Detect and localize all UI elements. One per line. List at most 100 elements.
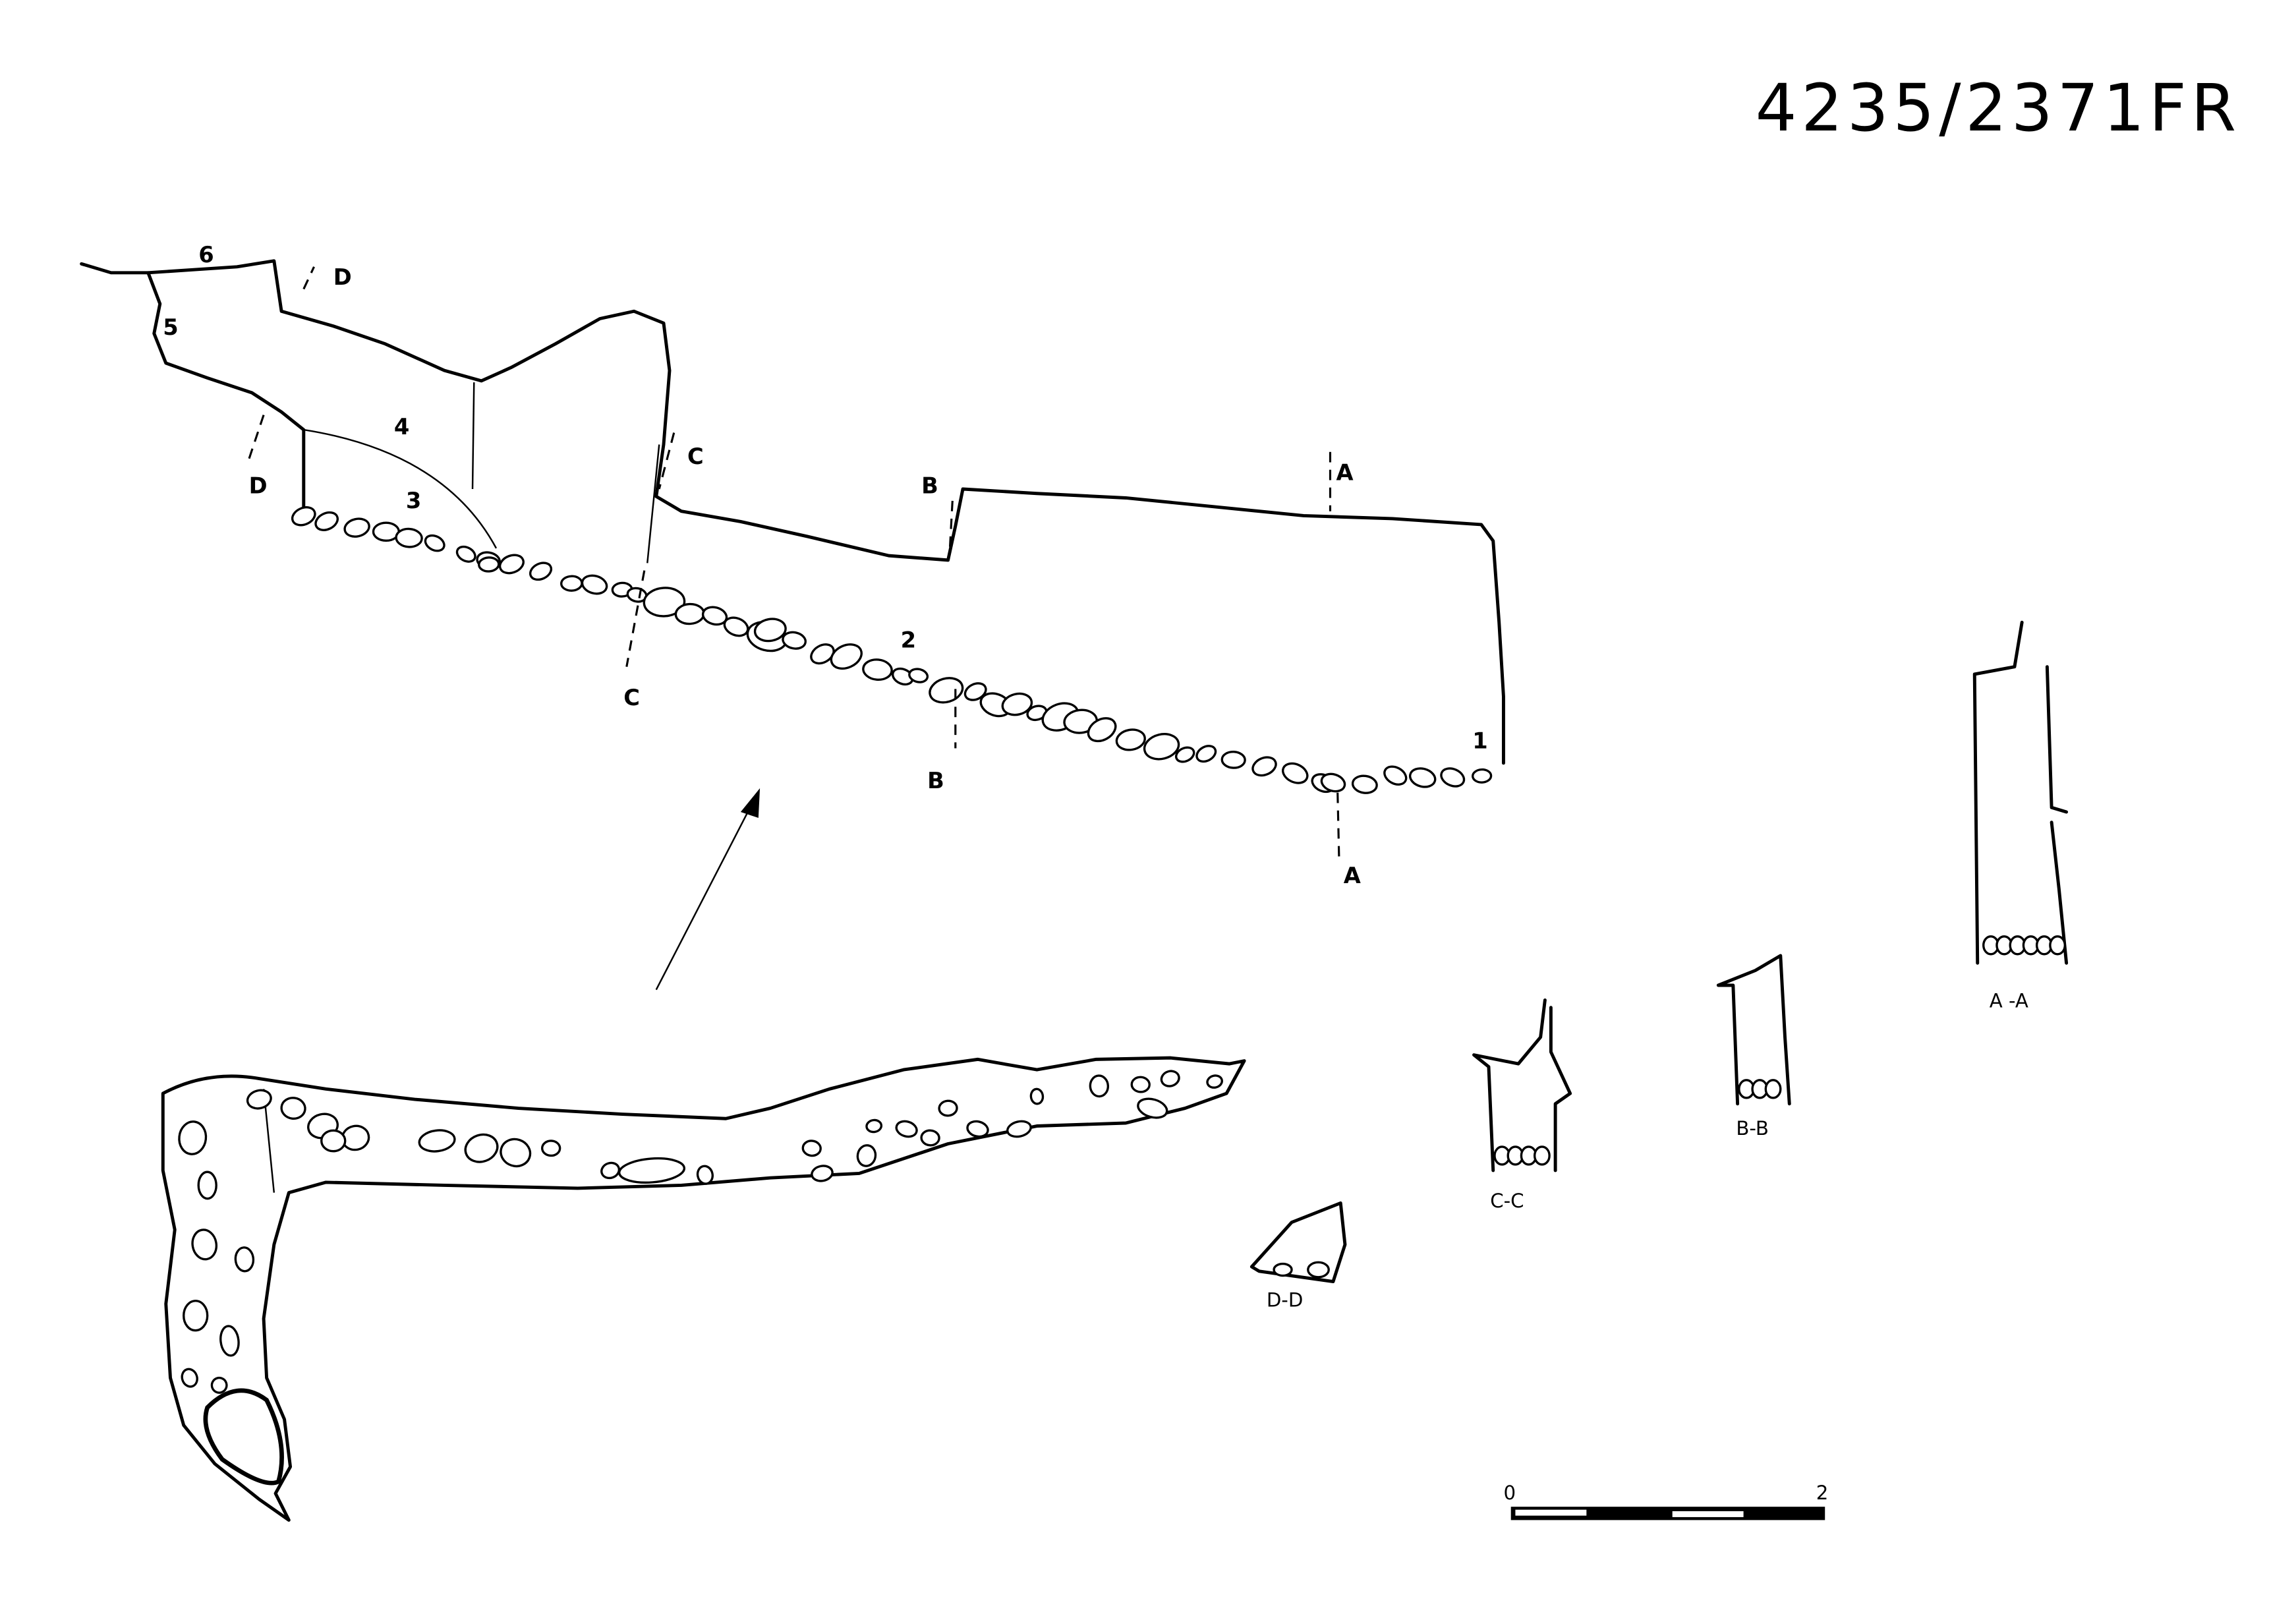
drawing-title: 4235/2371FR — [1756, 71, 2241, 146]
section-top-profile — [80, 259, 1505, 765]
stone — [600, 1161, 621, 1180]
stone — [540, 1140, 561, 1157]
direction-arrow — [655, 788, 761, 991]
plan-stone-fill — [178, 1070, 1223, 1394]
stone — [1137, 1097, 1168, 1119]
stone — [1383, 765, 1408, 786]
section-label-a-a: A -A — [1990, 990, 2028, 1012]
layer-label-3: 3 — [406, 488, 421, 513]
plan-view — [161, 1056, 1246, 1522]
stone — [674, 602, 705, 625]
stone — [424, 534, 445, 552]
stone — [1320, 772, 1346, 793]
stone — [865, 1118, 883, 1134]
stone — [1130, 1076, 1151, 1093]
stone — [183, 1300, 209, 1332]
mark-a-bottom: A — [1344, 863, 1361, 888]
stone — [782, 631, 807, 650]
cross-section-d-d: D-D — [1249, 1201, 1347, 1312]
stone — [810, 643, 835, 665]
stone — [1089, 1074, 1110, 1098]
stone — [966, 1120, 989, 1138]
stone — [343, 517, 370, 538]
scale-end-label: 2 — [1816, 1482, 1829, 1504]
layer-label-4: 4 — [394, 414, 409, 440]
stone — [1220, 750, 1246, 769]
stone — [1195, 745, 1217, 763]
mark-c-top: C — [687, 444, 704, 469]
stone — [581, 574, 608, 595]
stone — [1251, 756, 1277, 777]
section-line-d-top — [302, 266, 315, 290]
layer-divider-c — [646, 444, 660, 563]
section-label-b-b: B-B — [1736, 1117, 1769, 1140]
stone — [560, 575, 583, 592]
stone — [210, 1376, 228, 1394]
stone — [1143, 733, 1180, 761]
stone — [1006, 1120, 1032, 1138]
mark-d-top: D — [333, 264, 352, 290]
stone — [2049, 935, 2067, 956]
stone — [1533, 1145, 1551, 1166]
longitudinal-section: D D C C B B A A 1 2 3 4 5 6 — [80, 242, 1505, 888]
stone — [478, 556, 500, 573]
plan-end-stone — [203, 1388, 284, 1486]
stone — [529, 562, 553, 581]
stone — [1115, 728, 1146, 751]
stone — [862, 658, 893, 681]
stone — [418, 1129, 456, 1153]
stone — [219, 1325, 240, 1357]
mark-b-bottom: B — [927, 768, 944, 794]
mark-d-bottom: D — [249, 473, 268, 499]
stone — [1351, 774, 1378, 794]
layer-label-2: 2 — [901, 627, 916, 652]
stone — [617, 1157, 686, 1184]
stone — [811, 1165, 834, 1182]
stone — [1029, 1087, 1045, 1105]
stone — [1087, 717, 1117, 743]
stone — [938, 1099, 958, 1117]
stone — [1160, 1070, 1180, 1087]
stone — [320, 1129, 347, 1153]
cross-section-c-c: C-C — [1472, 998, 1572, 1212]
section-label-d-d: D-D — [1267, 1289, 1304, 1312]
section-line-d-bottom — [248, 415, 265, 460]
stone — [1001, 692, 1033, 716]
layer-boundary-3-4 — [303, 428, 498, 549]
stone — [197, 1170, 217, 1200]
stone — [1764, 1079, 1782, 1099]
section-line-b-top — [948, 500, 954, 556]
stone — [895, 1120, 918, 1138]
stone — [395, 527, 423, 548]
section-left-wall — [146, 271, 306, 513]
stone — [291, 506, 316, 527]
stone — [696, 1165, 714, 1185]
stone — [280, 1097, 306, 1120]
stone — [455, 545, 476, 563]
stone — [929, 677, 964, 704]
scale-bar: 0 2 — [1503, 1482, 1828, 1520]
stone — [830, 643, 863, 670]
stone — [246, 1089, 272, 1110]
layer-label-6: 6 — [198, 242, 214, 268]
section-label-c-c: C-C — [1490, 1190, 1524, 1212]
stone — [963, 682, 987, 701]
cross-section-b-b: B-B — [1716, 954, 1791, 1140]
stone — [500, 1138, 532, 1168]
stone — [643, 587, 686, 618]
stone — [314, 511, 339, 531]
stone — [753, 618, 787, 643]
cross-section-a-a: A -A — [1972, 620, 2069, 1012]
mark-a-top: A — [1336, 460, 1353, 486]
stone — [1174, 746, 1195, 763]
scale-start-label: 0 — [1503, 1482, 1516, 1504]
stone — [801, 1140, 822, 1157]
stone — [856, 1144, 877, 1167]
stone — [920, 1129, 940, 1147]
stone — [1281, 762, 1309, 784]
stone-row — [291, 506, 1493, 794]
layer-label-5: 5 — [163, 314, 178, 340]
stone — [908, 668, 929, 683]
stone — [178, 1120, 208, 1155]
